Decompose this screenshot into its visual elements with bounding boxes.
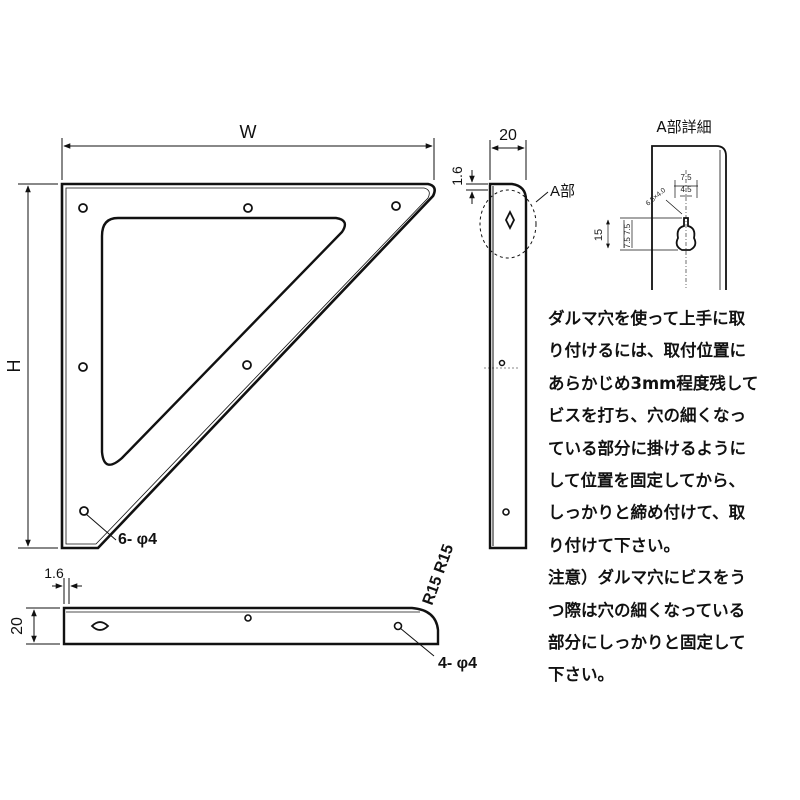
note-line: ダルマ穴を使って上手に取 (548, 309, 746, 328)
note-line: ている部分に掛けるように (548, 438, 746, 458)
mount-hole (78, 203, 88, 213)
side-depth-label: 20 (499, 127, 517, 144)
detail-a-marker: A部 (550, 183, 575, 200)
mount-hole (391, 201, 401, 211)
note-line: り付けるには、取付位置に (548, 341, 746, 361)
note-line: り付けて下さい。 (548, 535, 680, 555)
radius-label: R15 R15 (420, 542, 458, 607)
note-line: しっかりと締め付けて、取 (548, 503, 746, 523)
front-holes-leader (85, 513, 117, 541)
detail-dim-top: 7.5 (680, 173, 692, 182)
mount-hole (243, 203, 253, 213)
side-hole (498, 359, 506, 367)
bottom-depth-label: 20 (9, 617, 26, 635)
bracket-cutout (100, 216, 347, 466)
bottom-depth-dimension (26, 607, 60, 645)
bottom-view (62, 606, 440, 646)
front-view (60, 182, 436, 550)
note-line: ビスを打ち、穴の細くなっ (548, 406, 746, 426)
width-dimension (61, 138, 435, 180)
bottom-outline (62, 606, 440, 646)
installation-note: ダルマ穴を使って上手に取り付けるには、取付位置にあらかじめ3mm程度残してビスを… (548, 303, 798, 692)
bottom-thickness-dimension (52, 578, 82, 604)
note-line: して位置を固定してから、 (548, 471, 746, 491)
side-view (479, 182, 549, 550)
detail-slot-note: 6.5×4.0 (645, 187, 668, 208)
bracket-inner-edge (65, 187, 430, 545)
bottom-hole (393, 621, 403, 631)
keyhole-slot (504, 209, 516, 231)
bottom-holes-label: 4- φ4 (438, 655, 477, 672)
detail-view (606, 145, 727, 290)
front-holes-label: 6- φ4 (118, 531, 157, 548)
detail-a-callout-circle (479, 189, 537, 259)
detail-dim-second: 4.5 (680, 185, 692, 194)
mount-hole (78, 362, 88, 372)
height-dimension (18, 183, 58, 549)
width-label: W (240, 122, 257, 142)
note-line: 注意）ダルマ穴にビスをう (548, 568, 746, 588)
detail-dim-height: 15 (593, 229, 605, 241)
bottom-keyhole (90, 621, 110, 631)
note-line: 下さい。 (548, 665, 614, 685)
mount-hole (242, 360, 252, 370)
note-line: あらかじめ3mm程度残して (548, 373, 759, 393)
side-hole (502, 508, 510, 516)
side-thickness-dimension (466, 170, 488, 204)
mount-hole (79, 506, 89, 516)
side-depth-dimension (489, 140, 527, 180)
detail-title: A部詳細 (656, 118, 711, 136)
detail-keyhole (675, 217, 697, 251)
bottom-hole (244, 614, 252, 622)
height-label: H (4, 360, 24, 373)
bottom-holes-leader (399, 627, 435, 657)
note-line: 部分にしっかりと固定して (548, 633, 746, 653)
detail-dim-split: 7.5 7.5 (623, 223, 632, 248)
detail-plate (651, 145, 727, 290)
side-outline (488, 182, 528, 550)
bracket-outline (60, 182, 436, 550)
side-thickness-label: 1.6 (449, 166, 465, 186)
note-line: つ際は穴の細くなっている (548, 600, 746, 620)
bottom-thickness-label: 1.6 (44, 565, 64, 581)
